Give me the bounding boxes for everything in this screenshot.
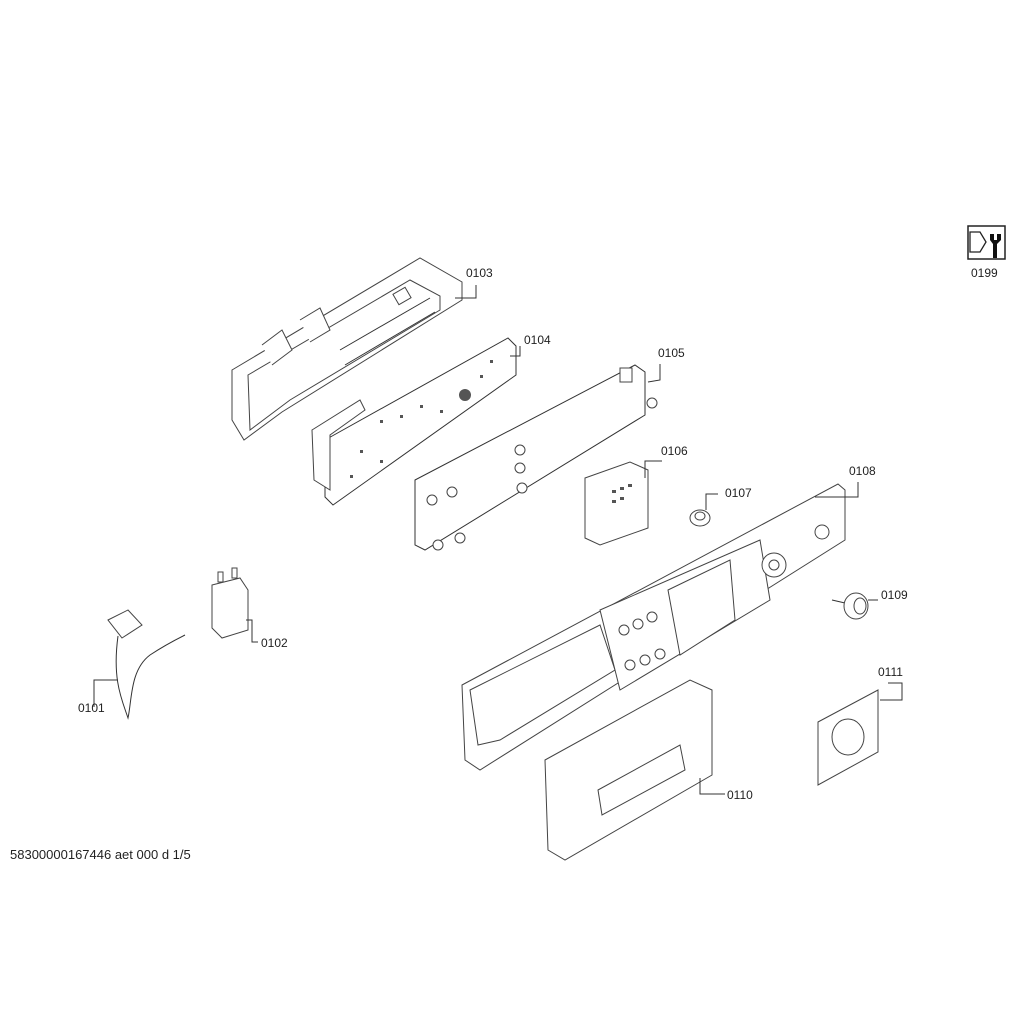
label-0107: 0107 <box>725 486 752 500</box>
label-0105: 0105 <box>658 346 685 360</box>
part-0106-display-module[interactable] <box>584 461 649 546</box>
leader-lines <box>93 285 903 795</box>
part-0108-fascia[interactable] <box>461 483 846 771</box>
label-0101: 0101 <box>78 701 105 715</box>
label-0108: 0108 <box>849 464 876 478</box>
label-0104: 0104 <box>524 333 551 347</box>
label-0106: 0106 <box>661 444 688 458</box>
label-0111: 0111 <box>878 665 903 679</box>
label-0102: 0102 <box>261 636 288 650</box>
part-0102-filter[interactable] <box>211 567 249 639</box>
part-0104-power-module[interactable] <box>311 337 517 506</box>
part-0103-housing[interactable] <box>231 257 463 441</box>
wrench-nut-icon[interactable] <box>967 225 1006 260</box>
label-0103: 0103 <box>466 266 493 280</box>
document-id: 58300000167446 aet 000 d 1/5 <box>10 847 191 862</box>
part-0111-label[interactable] <box>817 689 879 786</box>
label-0110: 0110 <box>727 788 753 802</box>
label-0199: 0199 <box>971 266 998 280</box>
part-0109-programme-knob[interactable] <box>831 592 869 620</box>
label-0109: 0109 <box>881 588 908 602</box>
part-0107-small-knob[interactable] <box>689 509 711 527</box>
part-0110-drawer-handle[interactable] <box>544 679 713 861</box>
part-0101-power-cable[interactable] <box>107 609 186 720</box>
part-0105-control-module[interactable] <box>414 364 658 551</box>
